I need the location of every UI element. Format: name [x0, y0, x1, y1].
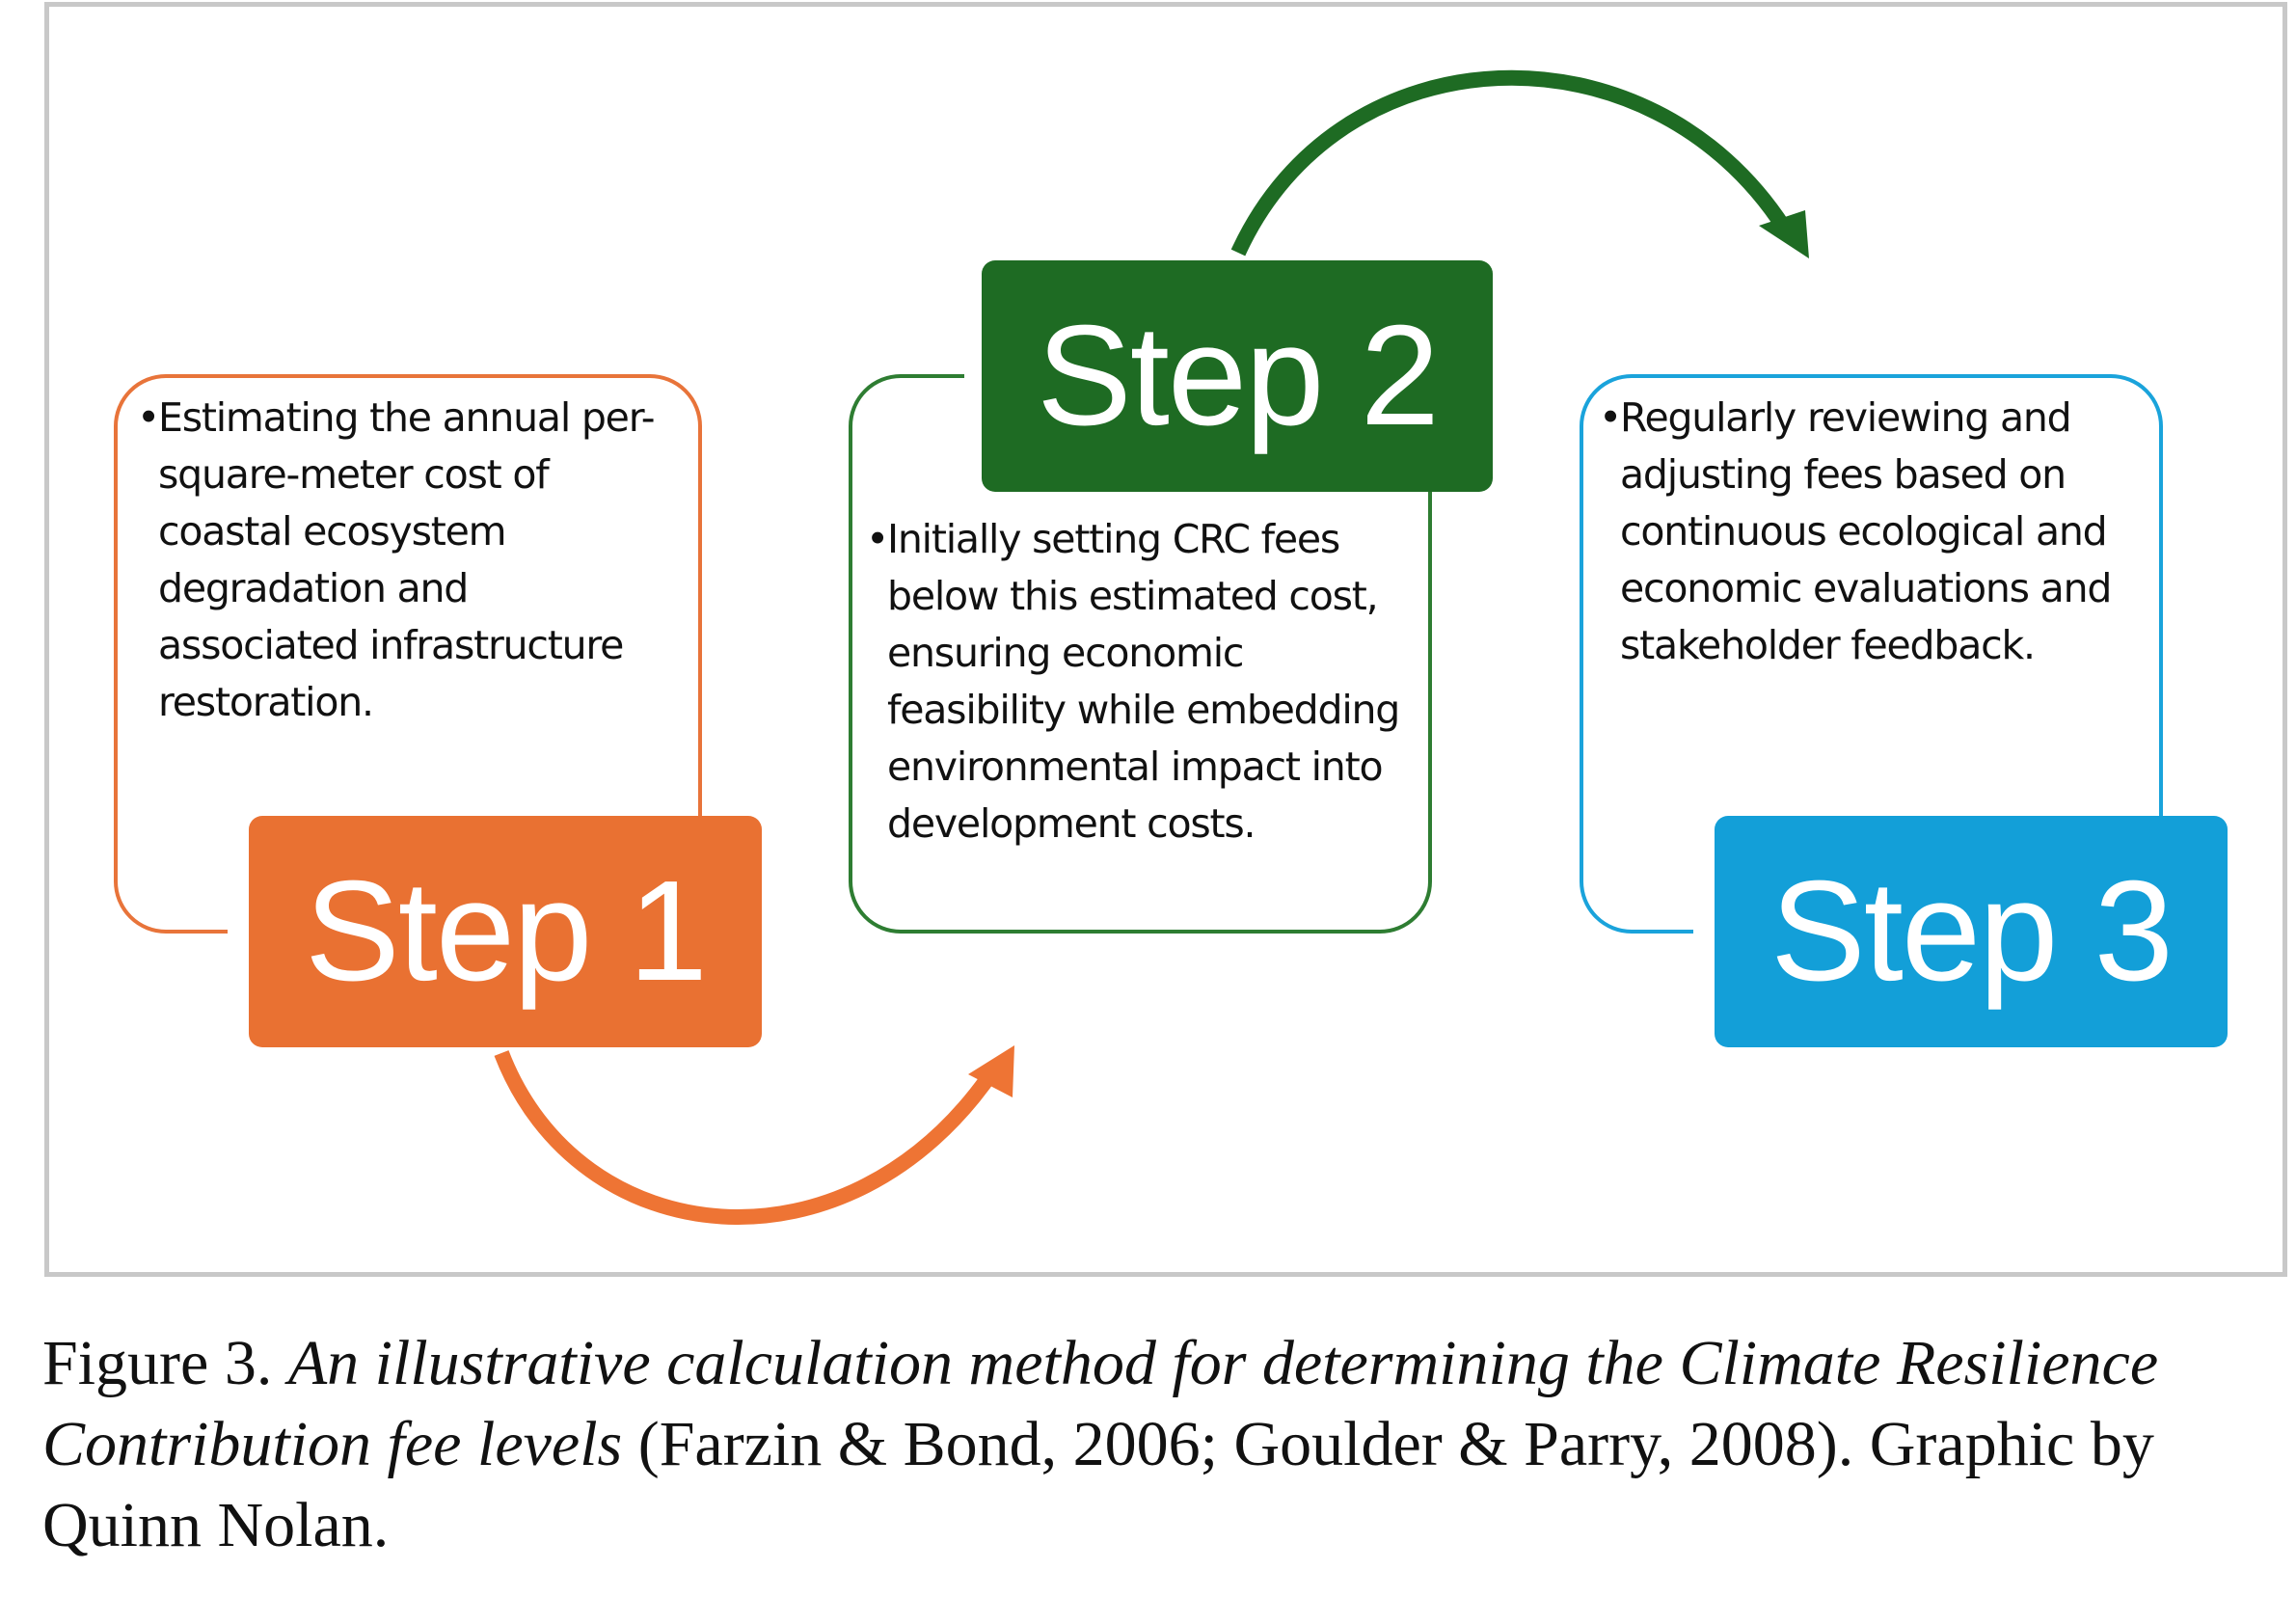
- text-line: Initially setting CRC fees: [887, 516, 1340, 562]
- text-line: continuous ecological and: [1620, 508, 2108, 555]
- text-line: stakeholder feedback.: [1620, 622, 2036, 668]
- text-line: square-meter cost of: [158, 451, 550, 498]
- step-2-border-gap: [964, 370, 987, 380]
- text-line: adjusting fees based on: [1620, 451, 2066, 498]
- caption-title: An illustrative calculation method for d…: [42, 1328, 2159, 1479]
- text-line: Regularly reviewing and: [1620, 394, 2072, 441]
- caption-citation: (Farzin & Bond, 2006; Goulder & Parry, 2…: [42, 1409, 2154, 1560]
- text-line: Estimating the annual per-: [158, 394, 656, 441]
- text-line: development costs.: [887, 800, 1256, 847]
- text-line: associated infrastructure: [158, 622, 624, 668]
- bullet-icon: •: [137, 394, 160, 441]
- step-2-label: Step 2: [982, 260, 1493, 492]
- text-line: ensuring economic: [887, 630, 1244, 676]
- step-1-label: Step 1: [249, 816, 762, 1047]
- step-2-description: • Initially setting CRC fees below this …: [866, 511, 1427, 853]
- step-3-description: • Regularly reviewing and adjusting fees…: [1599, 390, 2160, 674]
- text-line: degradation and: [158, 565, 469, 611]
- text-line: coastal ecosystem: [158, 508, 507, 555]
- step-3-label: Step 3: [1715, 816, 2228, 1047]
- text-line: environmental impact into: [887, 744, 1384, 790]
- text-line: feasibility while embedding: [887, 687, 1400, 733]
- step-1-description: • Estimating the annual per- square-mete…: [137, 390, 698, 731]
- text-line: economic evaluations and: [1620, 565, 2112, 611]
- text-line: below this estimated cost,: [887, 573, 1379, 619]
- bullet-icon: •: [1599, 394, 1622, 441]
- text-line: restoration.: [158, 679, 374, 725]
- bullet-icon: •: [866, 516, 889, 562]
- figure-caption: Figure 3. An illustrative calculation me…: [42, 1323, 2260, 1566]
- caption-prefix: Figure 3.: [42, 1328, 288, 1398]
